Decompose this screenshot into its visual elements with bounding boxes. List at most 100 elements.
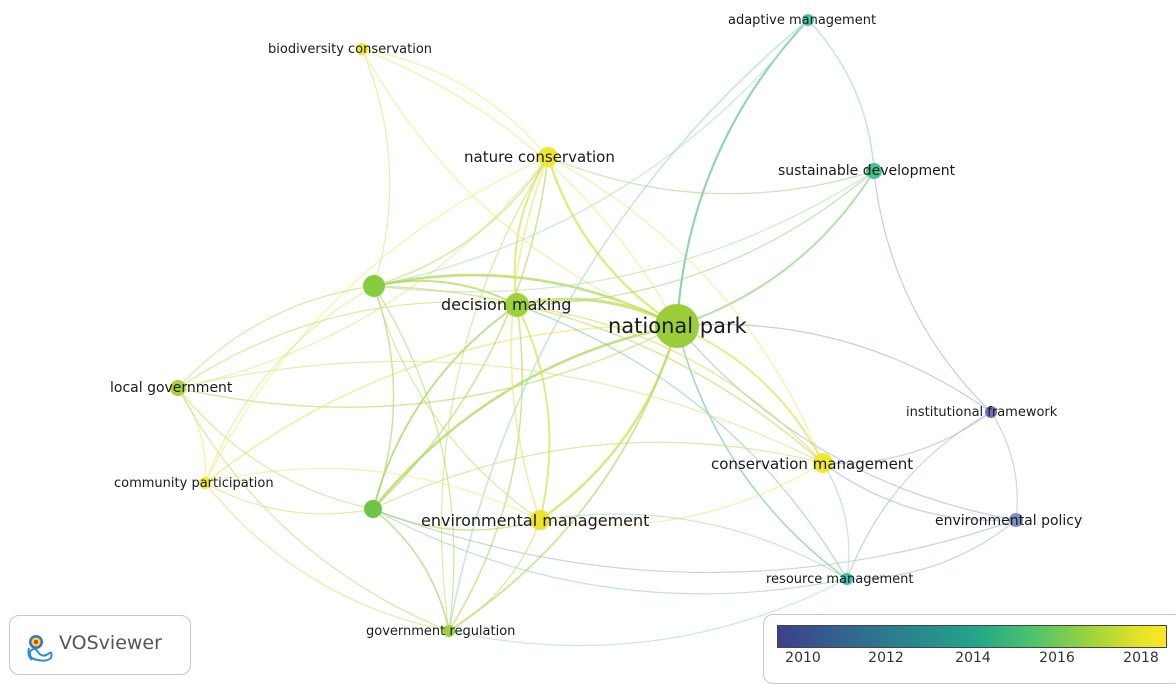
edge-nc-uk bbox=[373, 156, 549, 287]
edge-em-rm bbox=[539, 513, 848, 580]
node-lg[interactable] bbox=[170, 380, 186, 396]
network-diagram: national park decision making nature conse… bbox=[110, 13, 1082, 647]
vosviewer-logo-icon bbox=[27, 635, 53, 662]
edge-uk-gn bbox=[372, 285, 395, 510]
node-ep[interactable] bbox=[1009, 513, 1023, 527]
color-scale-bar bbox=[777, 625, 1167, 648]
edge-nc-gn bbox=[372, 156, 549, 510]
edge-rm-ep bbox=[846, 519, 1017, 580]
edge-bc-np bbox=[361, 48, 678, 327]
color-legend: 2010 2012 2014 2016 2018 bbox=[763, 614, 1176, 684]
label-ep[interactable]: environmental policy bbox=[935, 513, 1082, 529]
edge-dm-gr bbox=[448, 304, 523, 632]
edge-rm-gr bbox=[448, 578, 848, 647]
edge-nc-bc bbox=[361, 48, 549, 158]
label-nc[interactable]: nature conservation bbox=[464, 148, 615, 166]
edge-nc-lg bbox=[177, 156, 549, 389]
edge-uk-cm bbox=[373, 285, 824, 464]
legend-tick-2014: 2014 bbox=[955, 650, 991, 666]
edge-np-em bbox=[539, 325, 679, 522]
label-cm[interactable]: conservation management bbox=[711, 455, 913, 473]
node-gn[interactable] bbox=[364, 500, 382, 518]
edge-np-nc bbox=[546, 156, 678, 328]
node-sd[interactable] bbox=[866, 163, 882, 179]
edge-if-ep bbox=[990, 411, 1018, 521]
edge-cm-rm bbox=[822, 462, 850, 580]
edge-dm-cm bbox=[516, 304, 824, 464]
edge-gn-cm bbox=[372, 441, 824, 510]
nodes-layer bbox=[170, 14, 1023, 637]
legend-tick-2010: 2010 bbox=[785, 650, 821, 666]
label-bc[interactable]: biodiversity conservation bbox=[268, 42, 432, 57]
node-cm[interactable] bbox=[813, 453, 833, 473]
edge-dm-lg bbox=[177, 301, 518, 389]
edge-sd-uk bbox=[373, 170, 875, 293]
label-cp[interactable]: community participation bbox=[114, 476, 274, 491]
edges-layer bbox=[177, 19, 1018, 647]
edge-dm-gn bbox=[372, 304, 518, 510]
edge-gn-gr bbox=[372, 508, 450, 632]
node-cp[interactable] bbox=[199, 477, 211, 489]
edge-np-gn bbox=[372, 324, 678, 510]
edge-np-cm bbox=[676, 325, 824, 464]
label-gr[interactable]: government regulation bbox=[366, 624, 515, 639]
edge-am-sd bbox=[807, 19, 875, 172]
edge-em-cm bbox=[539, 462, 824, 526]
node-gr[interactable] bbox=[443, 625, 455, 637]
legend-tick-2012: 2012 bbox=[868, 650, 904, 666]
edge-am-uk bbox=[373, 19, 809, 287]
edge-gn-rm bbox=[372, 508, 848, 595]
edge-cm-ep bbox=[822, 462, 1017, 522]
label-np[interactable]: national park bbox=[608, 314, 748, 338]
node-np[interactable] bbox=[655, 304, 699, 348]
edge-np-if bbox=[676, 323, 992, 413]
label-if[interactable]: institutional framework bbox=[906, 405, 1058, 420]
node-bc[interactable] bbox=[356, 43, 368, 55]
edge-cp-em bbox=[204, 467, 541, 521]
edge-np-uk bbox=[373, 273, 678, 328]
edge-lg-cm bbox=[177, 360, 824, 464]
legend-tick-2018: 2018 bbox=[1123, 650, 1159, 666]
edge-dm-uk bbox=[373, 279, 518, 306]
label-dm[interactable]: decision making bbox=[441, 295, 571, 314]
edge-nc-cp bbox=[204, 156, 549, 484]
node-if[interactable] bbox=[985, 406, 997, 418]
label-em[interactable]: environmental management bbox=[421, 511, 649, 530]
edge-dm-sd bbox=[516, 170, 875, 306]
edge-gn-ep bbox=[372, 508, 1017, 574]
label-sd[interactable]: sustainable development bbox=[778, 163, 956, 179]
edge-uk-gr bbox=[373, 285, 455, 632]
edge-nc-gr bbox=[440, 156, 549, 632]
node-dm[interactable] bbox=[505, 293, 529, 317]
edge-if-rm bbox=[846, 411, 992, 580]
edge-uk-lg bbox=[177, 285, 375, 389]
label-lg[interactable]: local government bbox=[110, 380, 233, 396]
edge-nc-em bbox=[510, 156, 549, 521]
edge-lg-cp bbox=[177, 387, 206, 484]
edge-am-gr bbox=[448, 19, 809, 632]
edge-np-gr bbox=[448, 325, 678, 632]
node-nc[interactable] bbox=[538, 147, 558, 167]
edge-np-sd bbox=[676, 170, 875, 327]
node-am[interactable] bbox=[802, 14, 814, 26]
legend-tick-2016: 2016 bbox=[1039, 650, 1075, 666]
label-am[interactable]: adaptive management bbox=[728, 13, 876, 28]
edge-dm-rm bbox=[516, 304, 848, 580]
node-rm[interactable] bbox=[841, 573, 853, 585]
node-uk[interactable] bbox=[363, 275, 385, 297]
edge-cp-uk bbox=[204, 285, 375, 484]
edge-np-ep bbox=[676, 325, 1017, 521]
labels-layer: national park decision making nature conse… bbox=[110, 13, 1082, 639]
edge-cp-gr bbox=[204, 482, 450, 632]
edge-nc-cm bbox=[547, 156, 824, 464]
vosviewer-logo[interactable]: VOSviewer bbox=[9, 615, 191, 675]
edge-cp-gn bbox=[204, 482, 374, 515]
edge-bc-uk bbox=[361, 48, 391, 287]
edge-dm-em bbox=[516, 304, 551, 521]
edge-cm-if bbox=[822, 411, 992, 464]
edge-np-lg bbox=[177, 325, 678, 408]
edge-nc-sd bbox=[547, 156, 875, 195]
node-em[interactable] bbox=[530, 510, 550, 530]
edge-lg-gn bbox=[177, 387, 374, 510]
label-rm[interactable]: resource management bbox=[766, 572, 913, 587]
